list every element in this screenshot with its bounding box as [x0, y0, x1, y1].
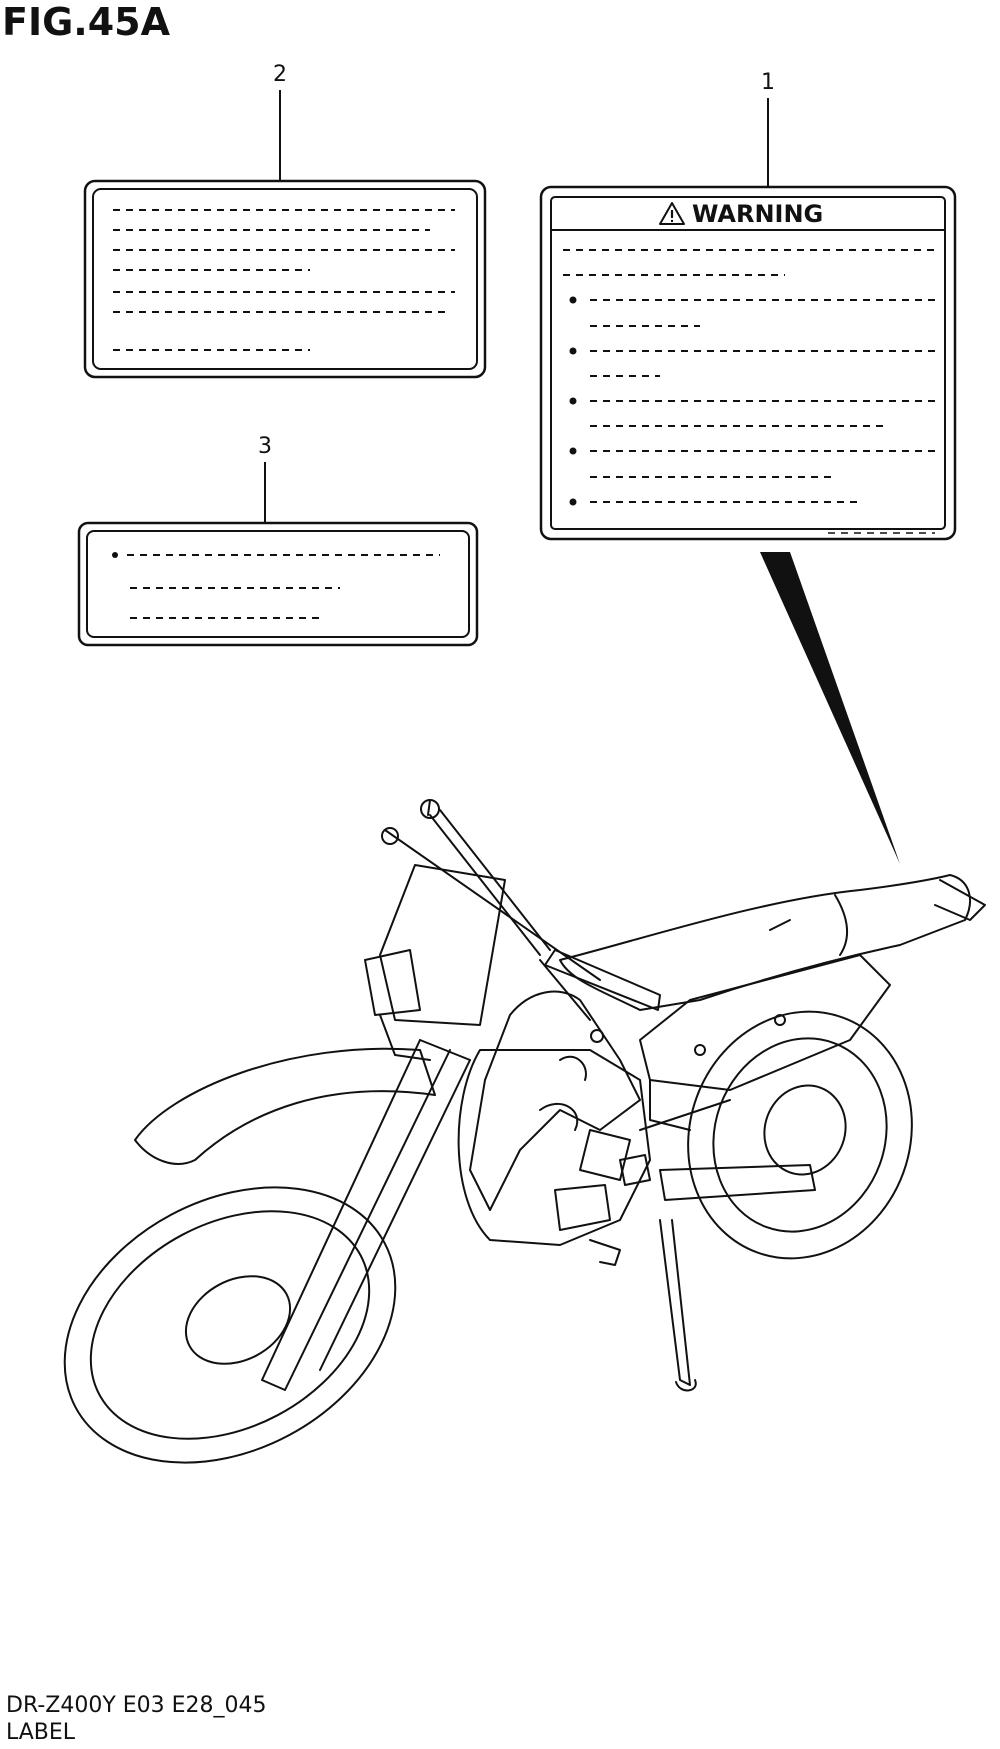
- callout-3: 3: [258, 434, 272, 459]
- section-name: LABEL: [6, 1720, 76, 1745]
- warning-triangle-icon: [659, 202, 685, 225]
- figure-title: FIG.45A: [2, 0, 171, 44]
- label-pointer-wedge: [760, 552, 900, 864]
- warning-heading: WARNING: [692, 200, 824, 228]
- label-2: [83, 179, 487, 379]
- model-code: DR-Z400Y E03 E28_045: [6, 1693, 267, 1718]
- label-3: [77, 521, 479, 647]
- callout-2: 2: [273, 62, 287, 87]
- label-1-warning: [539, 185, 957, 541]
- motorcycle-illustration: [63, 799, 986, 1464]
- callout-1: 1: [761, 70, 775, 95]
